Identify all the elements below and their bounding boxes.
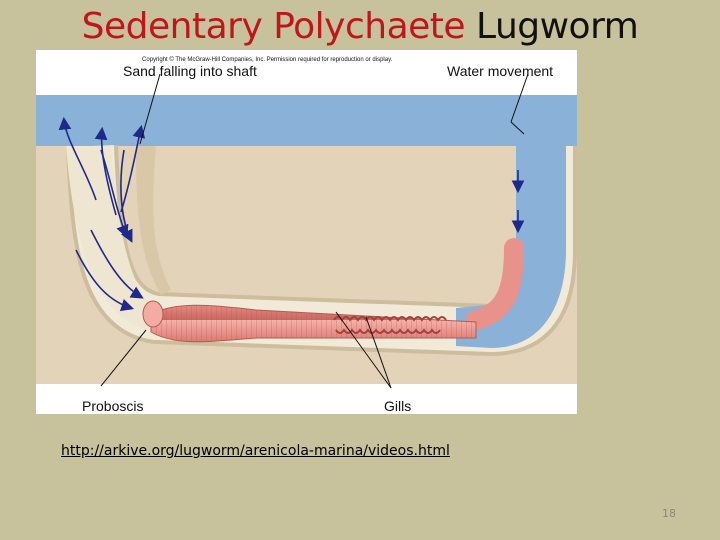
title-part-red: Sedentary Polychaete bbox=[81, 6, 466, 47]
sand-flow-arrows bbox=[58, 116, 146, 312]
copyright-notice: Copyright © The McGraw-Hill Companies, I… bbox=[142, 56, 393, 63]
label-proboscis: Proboscis bbox=[82, 398, 143, 414]
label-water-movement: Water movement bbox=[447, 63, 553, 79]
tail-shaft-water bbox=[456, 146, 566, 348]
page-number: 18 bbox=[662, 507, 676, 520]
worm-proboscis bbox=[142, 300, 164, 328]
slide-title: Sedentary Polychaete Lugworm bbox=[0, 4, 720, 50]
title-part-black: Lugworm bbox=[476, 6, 639, 47]
lugworm-diagram: Copyright © The McGraw-Hill Companies, I… bbox=[36, 50, 577, 414]
label-sand-falling: Sand falling into shaft bbox=[123, 63, 257, 79]
worm-gills bbox=[333, 316, 447, 334]
video-link[interactable]: http://arkive.org/lugworm/arenicola-mari… bbox=[61, 443, 450, 459]
head-shaft-sand bbox=[66, 146, 151, 330]
lugworm-illustration: Copyright © The McGraw-Hill Companies, I… bbox=[36, 56, 577, 414]
worm-tail bbox=[466, 238, 524, 330]
leader-lines bbox=[100, 73, 529, 389]
label-gills: Gills bbox=[384, 398, 411, 414]
head-shaft-inner bbox=[136, 146, 171, 295]
water-layer bbox=[36, 95, 577, 146]
